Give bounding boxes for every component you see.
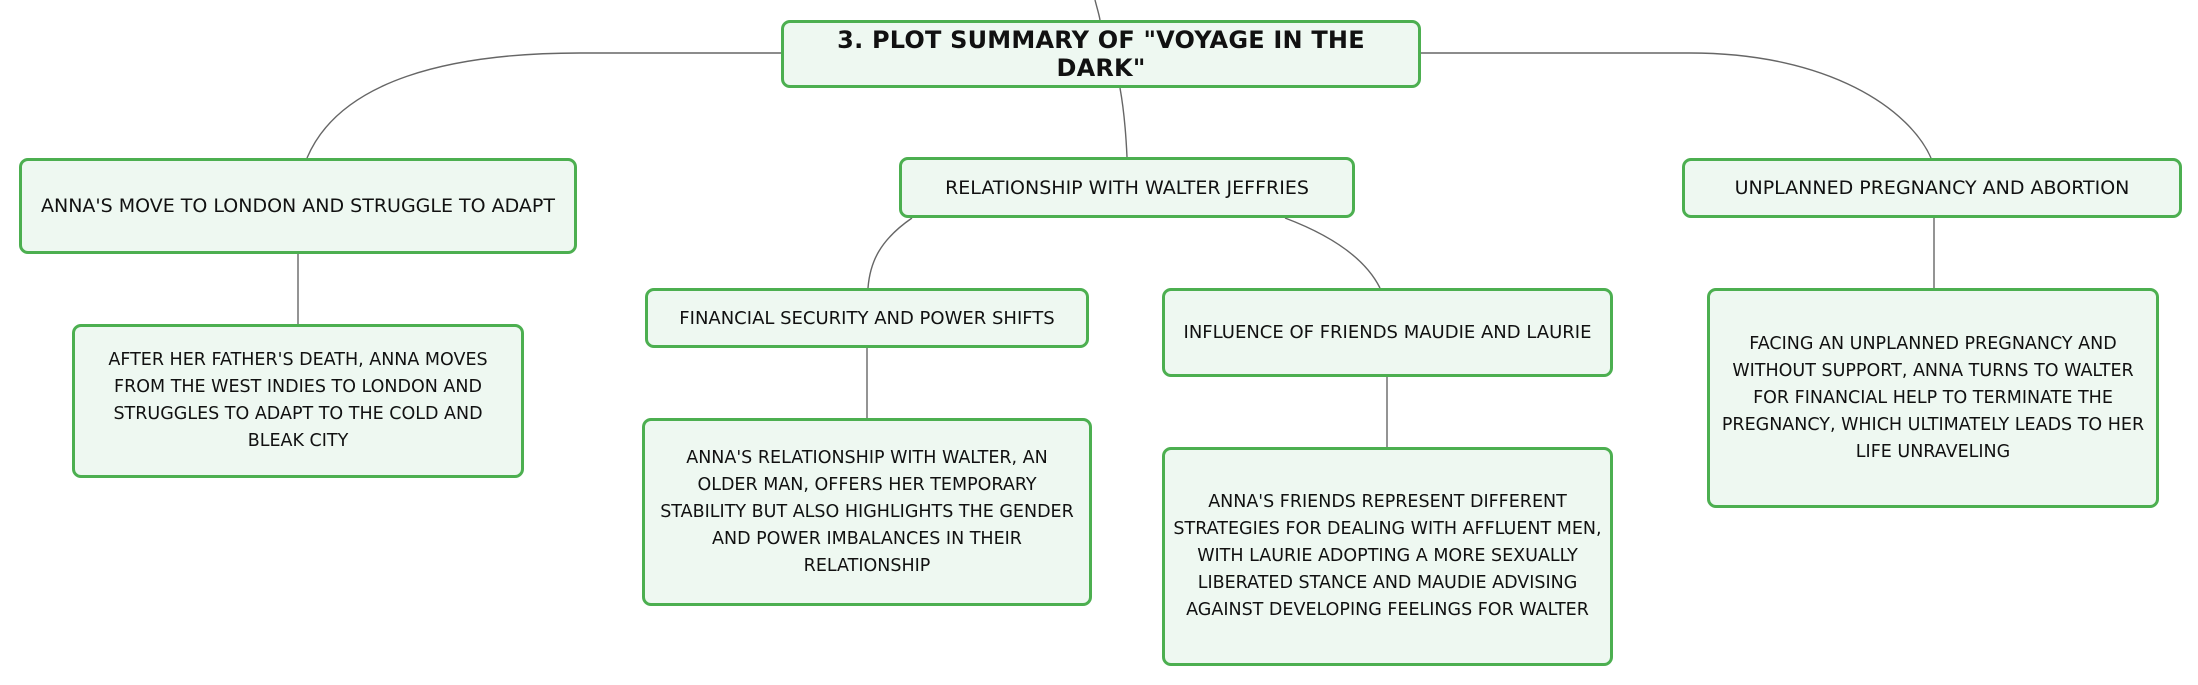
branch-node-unplanned-pregnancy[interactable]: UNPLANNED PREGNANCY AND ABORTION bbox=[1682, 158, 2182, 218]
root-topic-title: 3. PLOT SUMMARY OF "VOYAGE IN THE DARK" bbox=[837, 26, 1365, 82]
branch-title-move-to-london: ANNA'S MOVE TO LONDON AND STRUGGLE TO AD… bbox=[40, 195, 555, 217]
sub-node-influence-of-friends[interactable]: INFLUENCE OF FRIENDS MAUDIE AND LAURIE bbox=[1162, 288, 1613, 377]
detail-node-unplanned-pregnancy[interactable]: FACING AN UNPLANNED PREGNANCY AND WITHOU… bbox=[1707, 288, 2159, 508]
branch-title-relationship-walter: RELATIONSHIP WITH WALTER JEFFRIES bbox=[945, 176, 1309, 199]
connector-branch-2-to-sub-1 bbox=[867, 217, 913, 289]
root-topic-node[interactable]: 3. PLOT SUMMARY OF "VOYAGE IN THE DARK" bbox=[781, 20, 1421, 88]
branch-node-move-to-london[interactable]: ANNA'S MOVE TO LONDON AND STRUGGLE TO AD… bbox=[19, 158, 577, 254]
detail-text-financial-security: ANNA'S RELATIONSHIP WITH WALTER, AN OLDE… bbox=[660, 447, 1074, 576]
branch-title-unplanned-pregnancy: UNPLANNED PREGNANCY AND ABORTION bbox=[1734, 177, 2130, 199]
sub-title-influence-of-friends: INFLUENCE OF FRIENDS MAUDIE AND LAURIE bbox=[1183, 322, 1592, 343]
connector-root-to-branch-2 bbox=[1119, 87, 1128, 158]
detail-node-move-to-london[interactable]: AFTER HER FATHER'S DEATH, ANNA MOVES FRO… bbox=[72, 324, 524, 478]
sub-title-financial-security: FINANCIAL SECURITY AND POWER SHIFTS bbox=[679, 307, 1055, 329]
connector-branch-2-to-sub-2 bbox=[1284, 217, 1381, 289]
detail-node-financial-security[interactable]: ANNA'S RELATIONSHIP WITH WALTER, AN OLDE… bbox=[642, 418, 1092, 606]
connector-root-to-branch-3 bbox=[1419, 52, 1932, 159]
branch-node-relationship-walter[interactable]: RELATIONSHIP WITH WALTER JEFFRIES bbox=[899, 157, 1355, 218]
detail-text-move-to-london: AFTER HER FATHER'S DEATH, ANNA MOVES FRO… bbox=[108, 350, 488, 451]
detail-text-unplanned-pregnancy: FACING AN UNPLANNED PREGNANCY AND WITHOU… bbox=[1721, 333, 2145, 462]
detail-text-influence-of-friends: ANNA'S FRIENDS REPRESENT DIFFERENT STRAT… bbox=[1173, 492, 1602, 620]
detail-node-influence-of-friends[interactable]: ANNA'S FRIENDS REPRESENT DIFFERENT STRAT… bbox=[1162, 447, 1613, 666]
sub-node-financial-security[interactable]: FINANCIAL SECURITY AND POWER SHIFTS bbox=[645, 288, 1089, 348]
connector-top-incoming bbox=[1094, 0, 1101, 21]
connector-root-to-branch-1 bbox=[306, 52, 781, 159]
